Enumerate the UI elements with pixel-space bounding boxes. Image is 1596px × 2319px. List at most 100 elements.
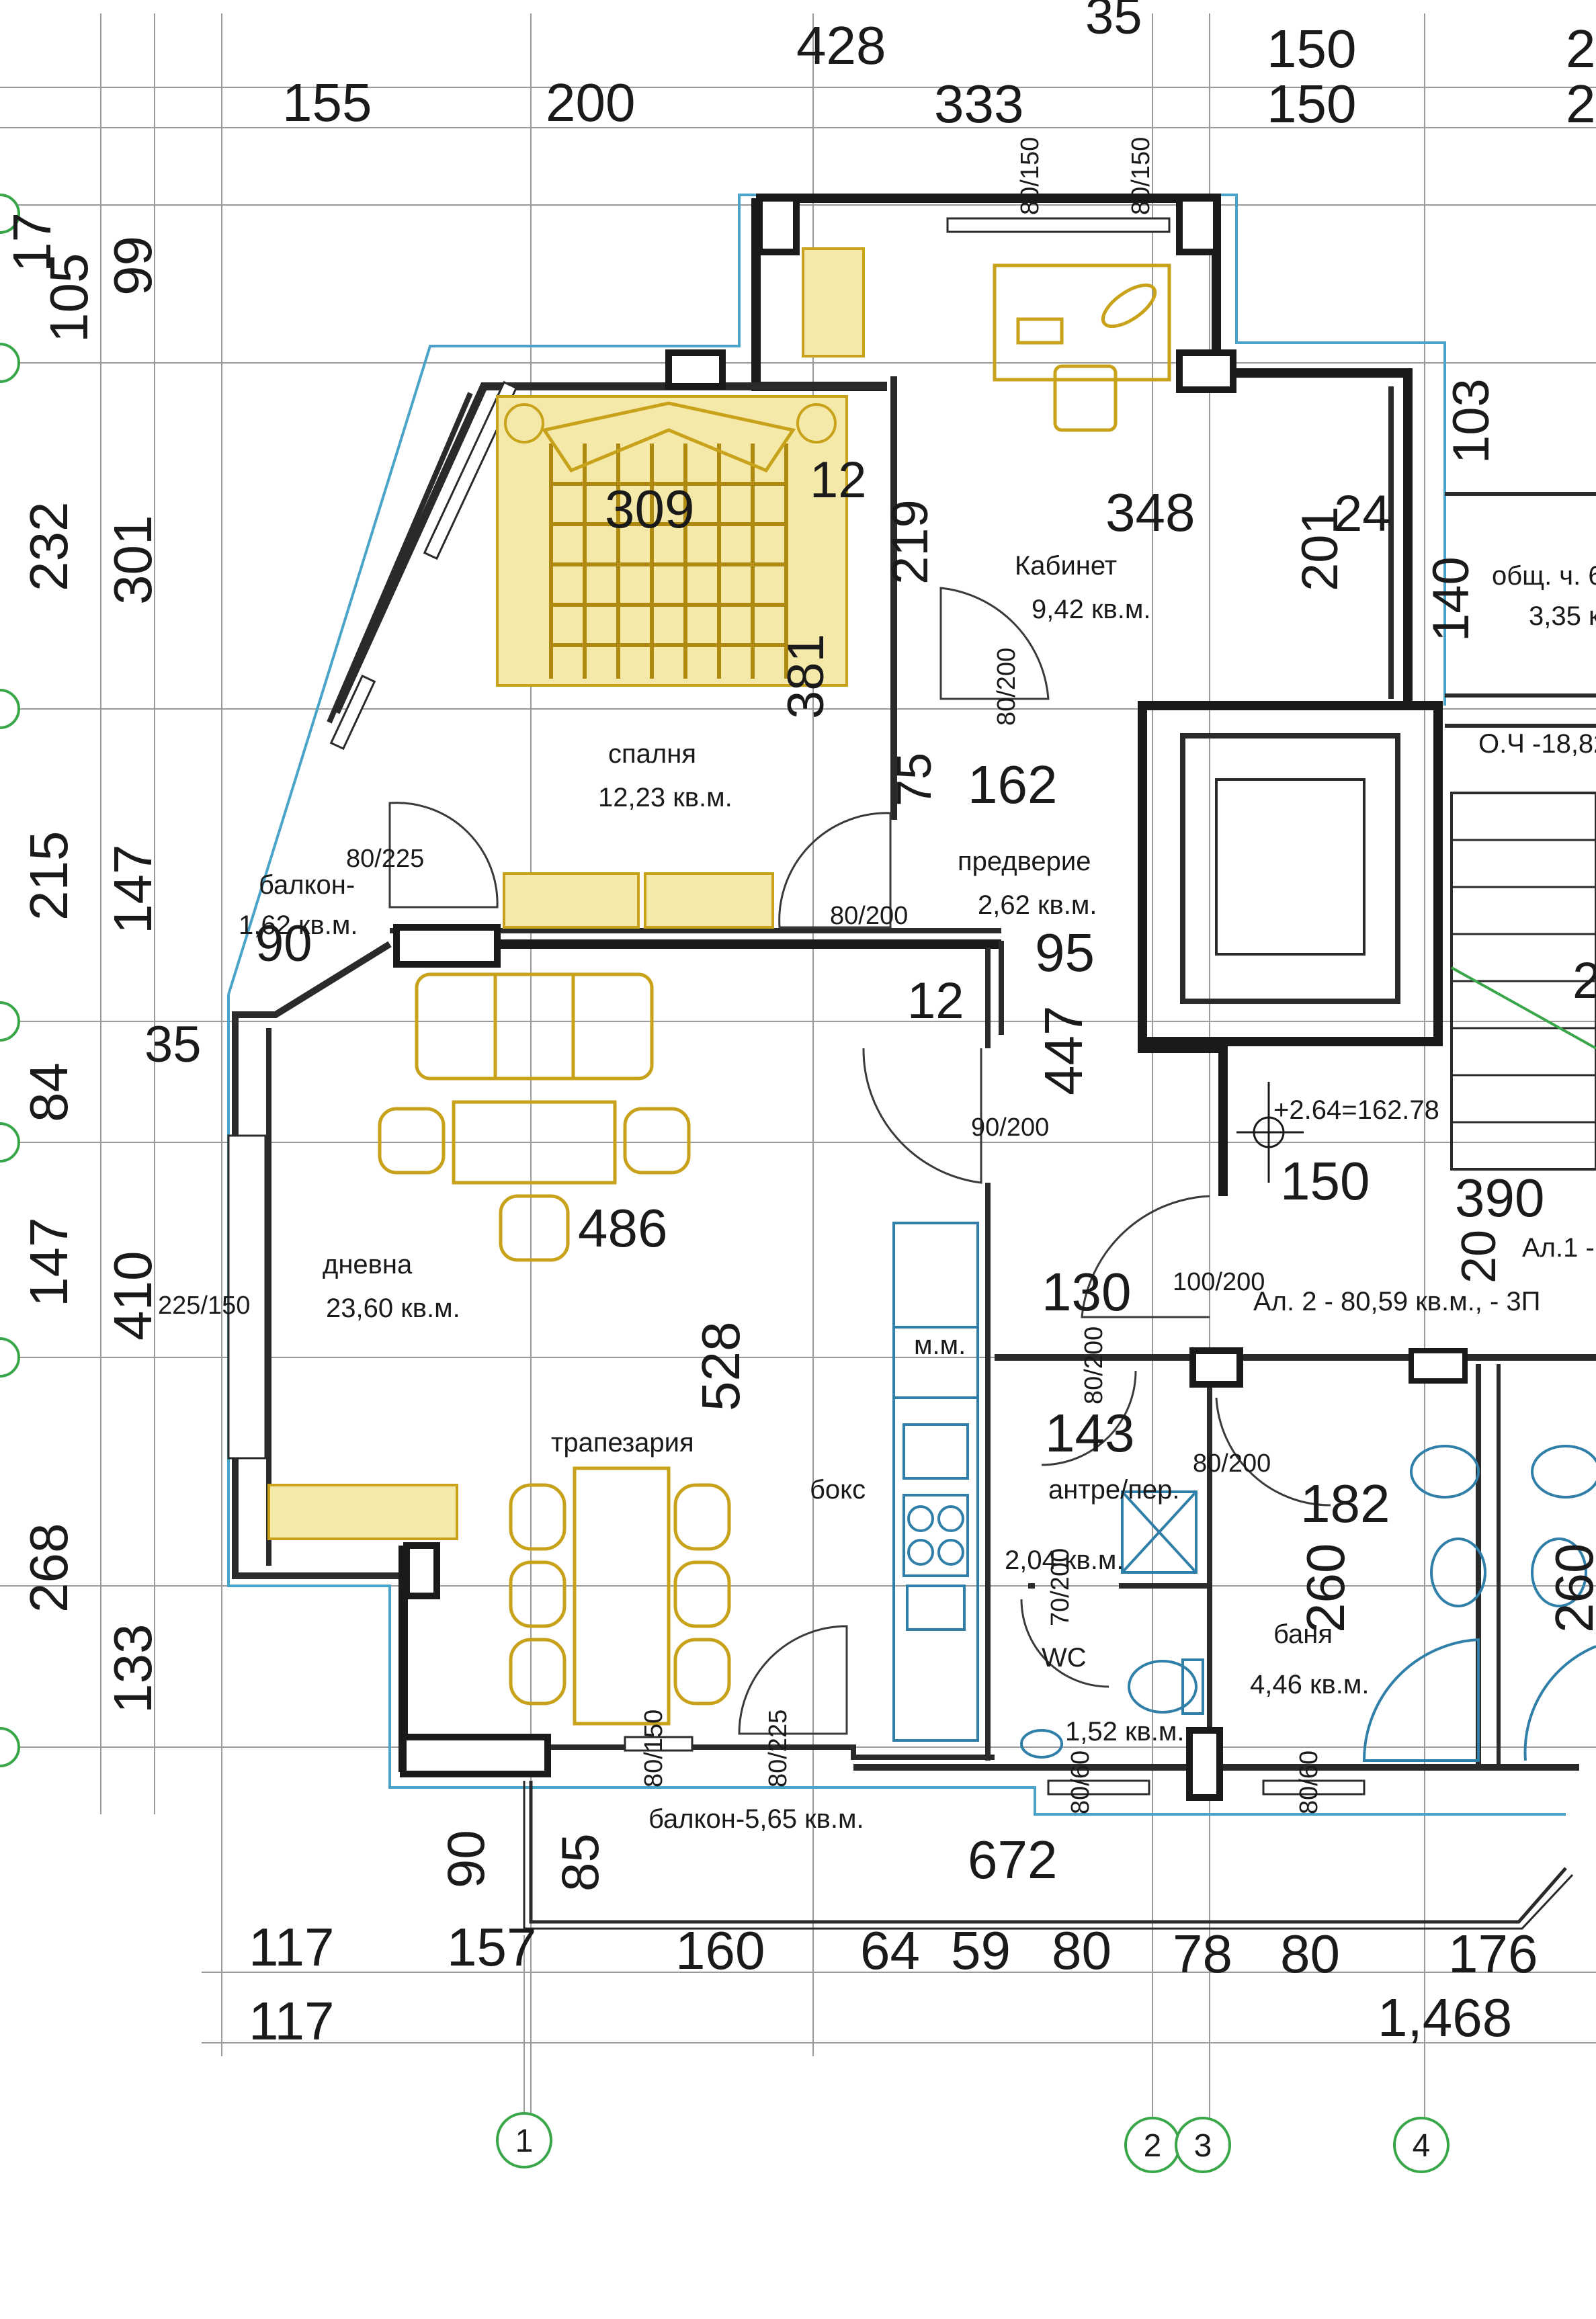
opening-80-225-balcony: 80/225 xyxy=(346,845,424,873)
dim-bottom-117b: 117 xyxy=(249,1991,335,2051)
room-antre-name: антре/пер. xyxy=(1048,1475,1180,1505)
axis-label-4: 4 xyxy=(1413,2128,1431,2164)
dim-left-17: 17 xyxy=(2,212,62,272)
room-bedroom-area: 12,23 кв.м. xyxy=(598,783,732,812)
radiators xyxy=(267,247,865,1540)
dim-bottom-64: 64 xyxy=(860,1921,920,1980)
room-labels: спалня 12,23 кв.м. Кабинет 9,42 кв.м. пр… xyxy=(239,551,1596,1834)
room-balcony1-90: 90 xyxy=(255,915,312,972)
dim-left-99: 99 xyxy=(103,236,163,296)
bottom-dimensions: 90 85 117 157 160 64 59 80 78 80 176 117… xyxy=(249,1830,1538,2051)
kitchen-unit xyxy=(892,1222,979,1742)
dim-top-200: 200 xyxy=(546,73,635,132)
dim-top-155: 155 xyxy=(282,73,372,132)
room-bedroom-name: спалня xyxy=(608,739,696,769)
room-study-name: Кабинет xyxy=(1015,551,1117,581)
dim-201: 201 xyxy=(1292,506,1349,591)
oc-label: О.Ч -18,82 xyxy=(1478,729,1596,759)
dim-447: 447 xyxy=(1034,1006,1093,1095)
dim-left-301: 301 xyxy=(103,515,163,605)
dim-bottom-78: 78 xyxy=(1173,1924,1232,1984)
dim-bottom-80a: 80 xyxy=(1052,1921,1111,1980)
dim-bottom-117a: 117 xyxy=(249,1917,335,1977)
dim-bottom-176: 176 xyxy=(1448,1924,1538,1984)
room-wc-name: WC xyxy=(1042,1643,1087,1673)
dim-2c: 2 xyxy=(1572,952,1596,1009)
dim-bottom-1468: 1,468 xyxy=(1378,1988,1512,2048)
axis-label-3: 3 xyxy=(1194,2128,1212,2164)
opening-90-200: 90/200 xyxy=(971,1113,1049,1142)
dim-bottom-160: 160 xyxy=(675,1921,765,1980)
dim-260a: 260 xyxy=(1296,1544,1355,1633)
room-common-name: общ. ч. 6 xyxy=(1492,561,1596,591)
room-study-area: 9,42 кв.м. xyxy=(1032,595,1150,624)
dim-95: 95 xyxy=(1035,923,1095,982)
dim-left-133: 133 xyxy=(103,1624,163,1714)
room-balcony2-name: балкон-5,65 кв.м. xyxy=(648,1804,864,1834)
apt2-label: Ал. 2 - 80,59 кв.м., - 3П xyxy=(1253,1287,1540,1316)
dim-left-147b: 147 xyxy=(19,1218,79,1307)
interior-dimensions: 309 12 348 219 24 201 381 103 140 162 75… xyxy=(578,378,1596,1633)
dim-390: 390 xyxy=(1455,1168,1544,1228)
axis-marker-1: 1 xyxy=(496,2112,552,2168)
dim-top-333: 333 xyxy=(934,74,1023,134)
bed xyxy=(496,395,848,687)
room-hall-name: предверие xyxy=(958,847,1091,876)
room-kitchen-name: бокс xyxy=(810,1475,866,1505)
room-hall-area: 2,62 кв.м. xyxy=(978,890,1097,920)
opening-225-150: 225/150 xyxy=(158,1292,250,1320)
left-dimensions: 17 105 99 232 301 215 147 35 84 147 410 … xyxy=(2,212,202,1714)
room-wc-area: 1,52 кв.м. xyxy=(1065,1717,1184,1746)
opening-80-200-study: 80/200 xyxy=(993,648,1021,726)
dim-528: 528 xyxy=(691,1322,751,1411)
opening-sizes: 80/150 80/150 80/200 80/200 80/225 90/20… xyxy=(158,137,1323,1814)
dim-bottom-90: 90 xyxy=(436,1830,495,1888)
room-antre-area: 2,04 кв.м. xyxy=(1005,1546,1124,1575)
dim-bottom-80b: 80 xyxy=(1280,1924,1340,1984)
annotations: +2.64=162.78 О.Ч -18,82 Ал. 2 - 80,59 кв… xyxy=(1253,729,1596,1316)
facade-outline-lower xyxy=(227,995,1566,1816)
room-living-name: дневна xyxy=(323,1250,413,1279)
dim-381: 381 xyxy=(778,634,835,719)
dim-left-410: 410 xyxy=(103,1251,163,1341)
dim-left-268: 268 xyxy=(19,1523,79,1613)
dim-12b: 12 xyxy=(907,972,964,1029)
dim-left-232: 232 xyxy=(19,502,79,591)
columns xyxy=(393,195,1468,1801)
dim-20: 20 xyxy=(1452,1230,1506,1283)
dim-130: 130 xyxy=(1042,1262,1131,1322)
dim-bottom-672: 672 xyxy=(968,1830,1057,1890)
opening-80-150-b: 80/150 xyxy=(1127,137,1155,215)
dim-140: 140 xyxy=(1423,556,1480,642)
opening-80-150-dining: 80/150 xyxy=(640,1710,668,1787)
top-dimensions: 155 200 428 333 35 150 150 2 2 xyxy=(282,0,1596,134)
dim-top-428: 428 xyxy=(796,15,886,75)
opening-70-200: 70/200 xyxy=(1046,1548,1075,1626)
dim-top-150b: 150 xyxy=(1267,74,1356,134)
dim-top-2b: 2 xyxy=(1566,74,1596,134)
opening-80-60-b: 80/60 xyxy=(1295,1751,1323,1814)
opening-80-60-a: 80/60 xyxy=(1066,1751,1095,1814)
room-mm-name: м.м. xyxy=(914,1331,966,1360)
dim-left-105: 105 xyxy=(39,253,99,343)
dim-top-2a: 2 xyxy=(1566,19,1596,79)
dim-bottom-59: 59 xyxy=(951,1921,1011,1980)
opening-80-200-bed: 80/200 xyxy=(830,902,908,930)
opening-100-200: 100/200 xyxy=(1173,1268,1265,1296)
dim-top-150a: 150 xyxy=(1267,19,1356,79)
dim-bottom-157: 157 xyxy=(447,1917,536,1977)
dim-143: 143 xyxy=(1045,1403,1134,1463)
axis-marker-4: 4 xyxy=(1393,2117,1450,2173)
dim-348: 348 xyxy=(1105,482,1195,542)
dim-top-35: 35 xyxy=(1085,0,1142,45)
axis-markers: 1 2 3 4 xyxy=(0,194,1450,2173)
bathroom-fixtures xyxy=(1020,1445,1596,1762)
dim-12a: 12 xyxy=(810,452,867,509)
opening-80-200-antre: 80/200 xyxy=(1080,1326,1108,1404)
desk xyxy=(993,263,1171,432)
dim-219: 219 xyxy=(882,499,939,585)
axis-marker-2: 2 xyxy=(1124,2117,1181,2173)
dim-486: 486 xyxy=(578,1198,667,1258)
dim-left-215: 215 xyxy=(19,831,79,921)
